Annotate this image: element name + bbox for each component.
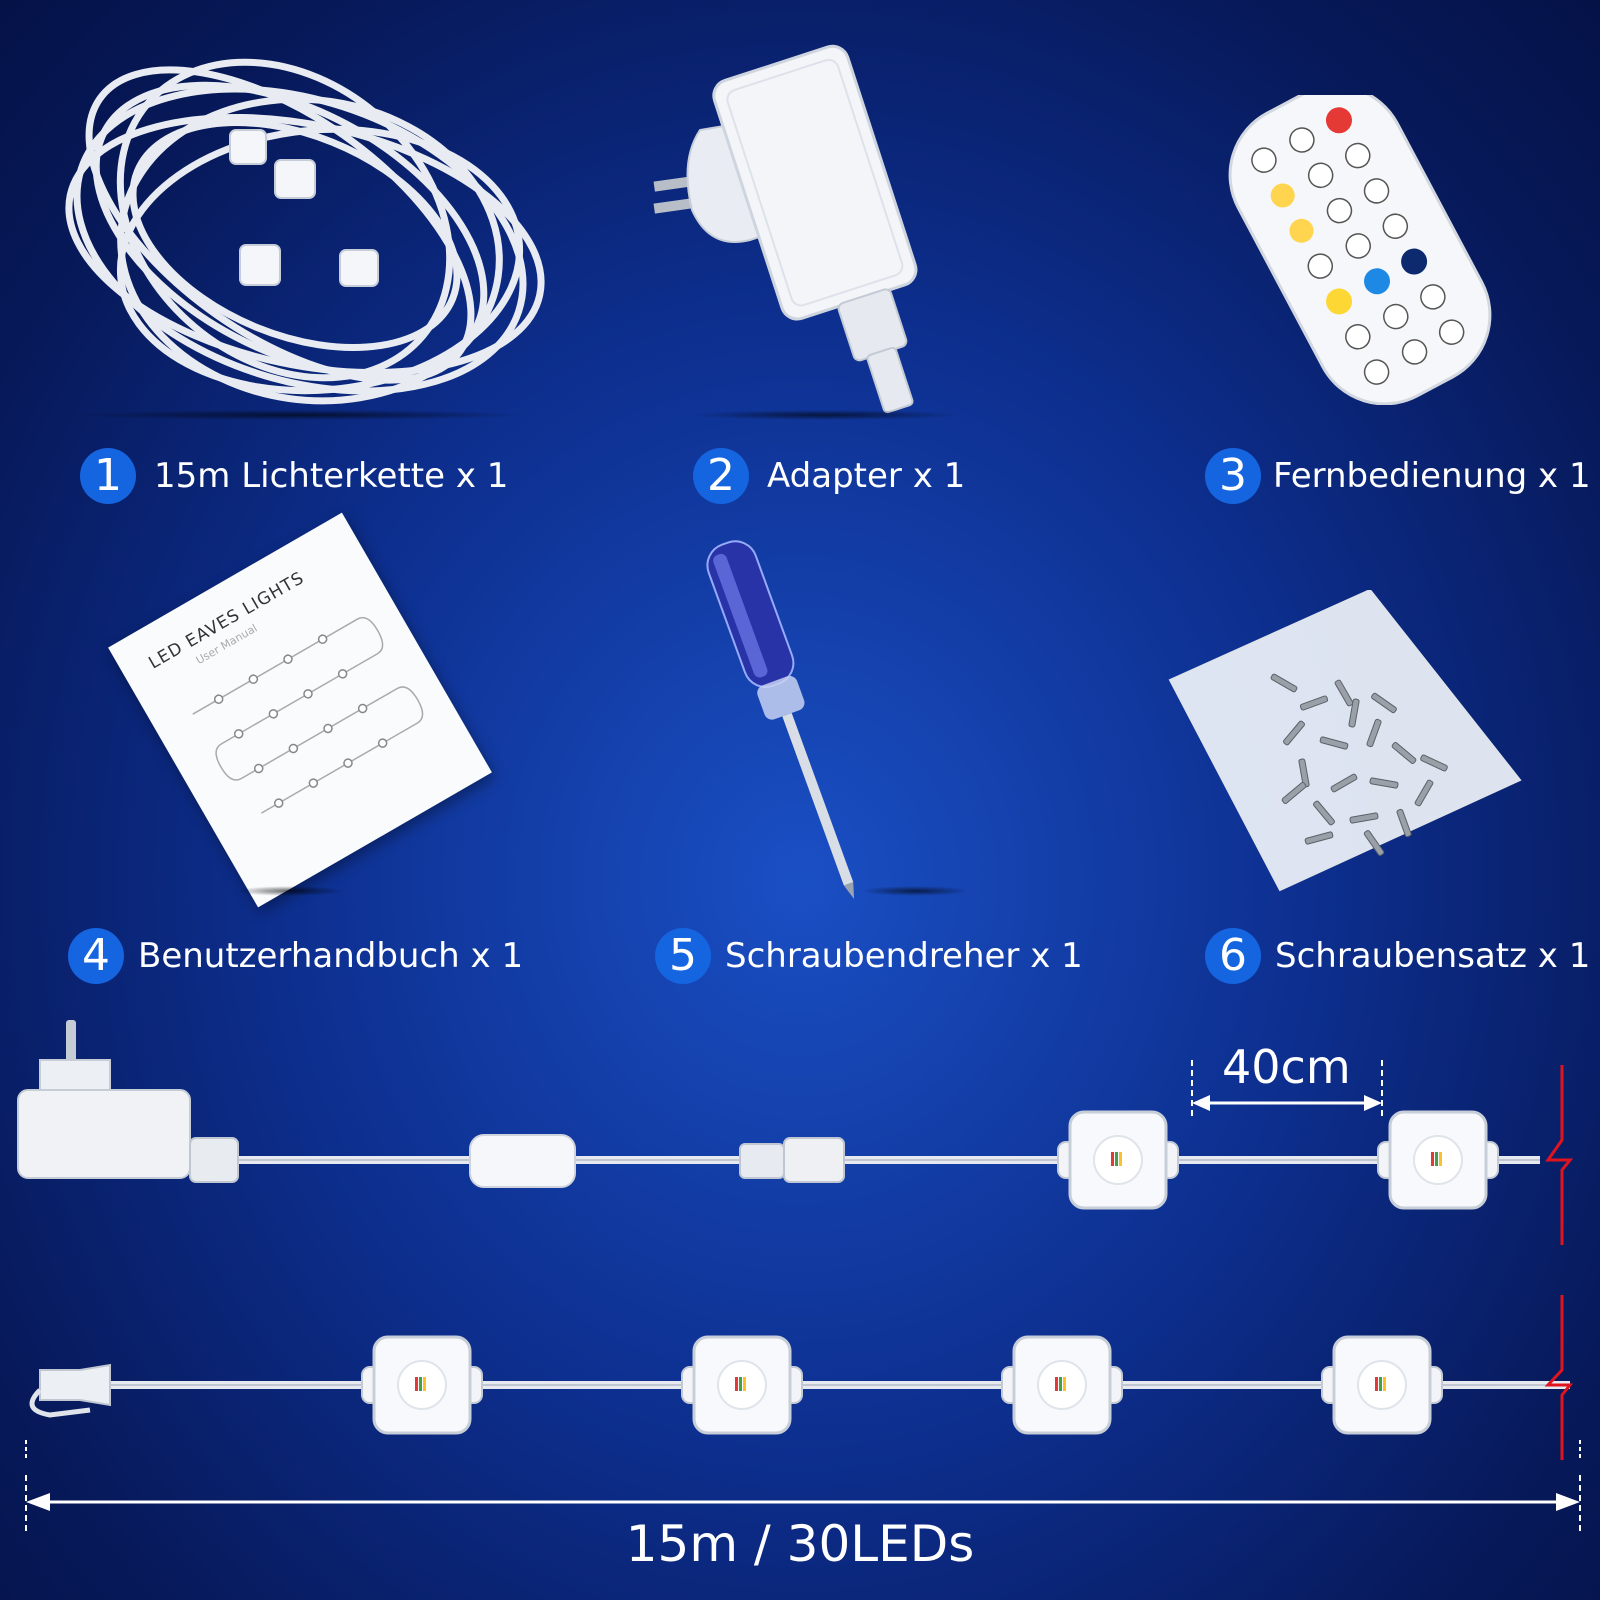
item-2-label-row: 2 Adapter x 1 (693, 448, 965, 504)
item-1-number-badge: 1 (80, 448, 136, 504)
item-1-label: 15m Lichterkette x 1 (154, 456, 509, 496)
item-4-number-badge: 4 (68, 928, 124, 984)
item-6-number-badge: 6 (1205, 928, 1261, 984)
user-manual-icon: LED EAVES LIGHTS User Manual (108, 512, 492, 908)
spacing-label: 40cm (1222, 1040, 1351, 1094)
item-2-number-badge: 2 (693, 448, 749, 504)
screwdriver-icon (706, 540, 855, 899)
item-2-label: Adapter x 1 (767, 456, 966, 496)
item-1-label-row: 1 15m Lichterkette x 1 (80, 448, 508, 504)
item-3-label: Fernbedienung x 1 (1273, 456, 1591, 496)
remote-control-icon (1228, 95, 1492, 405)
item-6-label: Schraubensatz x 1 (1275, 936, 1591, 976)
item-3-label-row: 3 Fernbedienung x 1 (1205, 448, 1591, 504)
string-diagram (17, 1020, 1581, 1460)
item-5-label: Schraubendreher x 1 (725, 936, 1083, 976)
item-4-label-row: 4 Benutzerhandbuch x 1 (68, 928, 523, 984)
screw-bag-icon (1168, 590, 1522, 892)
item-5-number-badge: 5 (655, 928, 711, 984)
item-5-label-row: 5 Schraubendreher x 1 (655, 928, 1083, 984)
item-4-label: Benutzerhandbuch x 1 (138, 936, 524, 976)
item-3-number-badge: 3 (1205, 448, 1261, 504)
total-length-label: 15m / 30LEDs (625, 1515, 975, 1573)
item-6-label-row: 6 Schraubensatz x 1 (1205, 928, 1590, 984)
power-adapter-icon (653, 44, 918, 414)
light-string-coil-icon (65, 58, 545, 405)
total-length-arrow (25, 1475, 1581, 1535)
